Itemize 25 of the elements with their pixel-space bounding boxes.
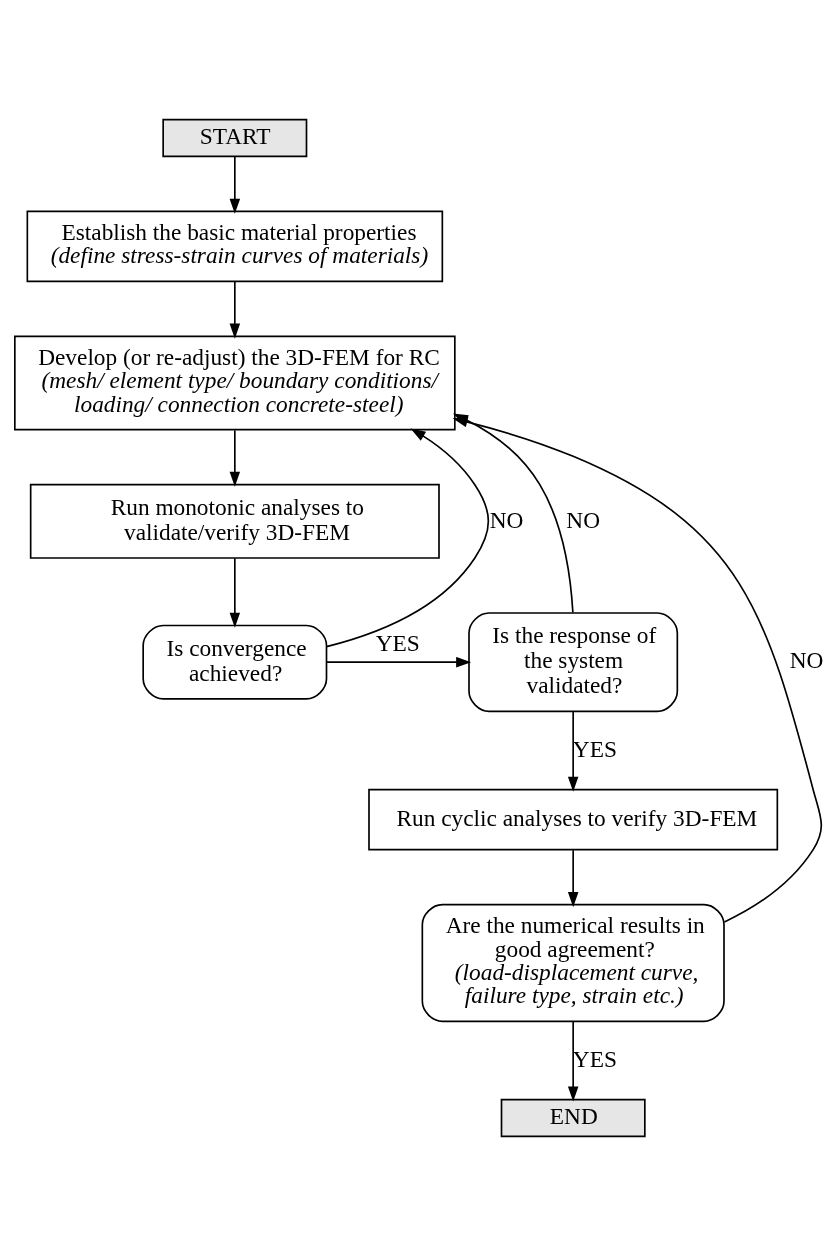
arrow xyxy=(567,710,579,792)
node-box: Is convergence achieved? xyxy=(142,624,328,700)
arrow xyxy=(229,429,241,487)
node-box: Are the numerical results in good agreement? (load-displacement curve, failure type, strain etc.) xyxy=(421,903,725,1023)
edge-label: YES xyxy=(375,629,420,656)
arrow xyxy=(229,155,241,214)
edge-label: YES xyxy=(572,1045,617,1072)
arrow xyxy=(325,428,490,648)
node-box: START xyxy=(162,118,308,158)
node-box: Establish the basic material properties (define stress-strain curves of materials) xyxy=(26,210,444,283)
arrow xyxy=(326,656,472,668)
edge-label: YES xyxy=(572,735,617,762)
edge-label: NO xyxy=(566,506,601,533)
arrow xyxy=(567,1020,579,1102)
node-box: END xyxy=(500,1098,646,1138)
arrow xyxy=(229,280,241,339)
edge-label: NO xyxy=(789,647,824,674)
node-box: Run cyclic analyses to verify 3D-FEM xyxy=(368,788,779,851)
node-box: Is the response of the system validated? xyxy=(468,612,679,713)
arrow xyxy=(452,416,823,923)
arrow xyxy=(229,557,241,628)
node-box: Develop (or re-adjust) the 3D-FEM for RC (mesh/ element type/ boundary conditions/ loading/ connection concrete-steel) xyxy=(14,335,456,431)
edge-label: NO xyxy=(489,506,524,533)
node-box: Run monotonic analyses to validate/verify 3D-FEM xyxy=(29,483,440,559)
arrow xyxy=(567,849,579,908)
